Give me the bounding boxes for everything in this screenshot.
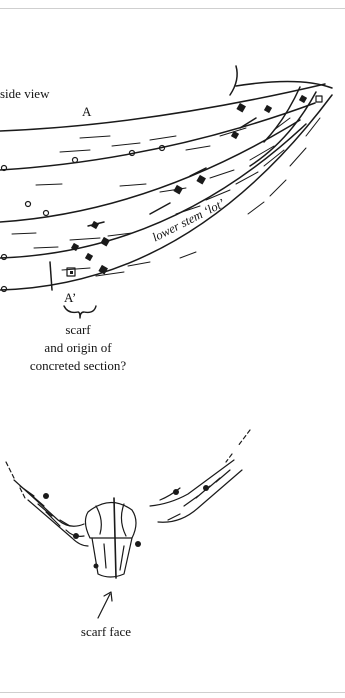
- upper-inner-curve: [0, 103, 315, 170]
- keel-grain: [96, 504, 126, 570]
- side-view-label: side view: [0, 86, 49, 102]
- left-arm-upper: [14, 480, 84, 526]
- keel-body: [92, 538, 132, 577]
- scarf-face-label: scarf face: [44, 624, 168, 640]
- bulkhead-line-3: [150, 203, 170, 214]
- section-a-label: A: [82, 104, 91, 120]
- keel-head: [85, 502, 136, 538]
- scarf-brace: [64, 306, 96, 318]
- origin-label: and origin of: [0, 340, 156, 356]
- section-fastener-dots: [43, 485, 209, 569]
- left-arm-lower: [28, 500, 88, 546]
- stem-post-curve-2: [250, 92, 316, 166]
- top-edge-curve: [236, 81, 332, 88]
- arrow-shaft: [98, 594, 110, 618]
- left-plank-dashed: [6, 462, 26, 500]
- left-clamp: [60, 520, 84, 536]
- left-arm-hatch: [20, 486, 60, 526]
- right-plank-dashed: [226, 430, 250, 462]
- page-bottom-rule: [0, 692, 345, 693]
- fastener-marks: [71, 95, 307, 275]
- hook-mark: [230, 66, 237, 95]
- cross-section-drawing: [6, 430, 250, 618]
- arrow-head: [104, 592, 112, 601]
- section-a-prime-label: A’: [64, 290, 76, 306]
- bulkhead-line-2: [190, 168, 206, 176]
- scarf-label: scarf: [0, 322, 156, 338]
- concreted-section-label: concreted section?: [0, 358, 156, 374]
- middle-curve: [0, 120, 300, 222]
- stem-outline: [0, 66, 332, 290]
- keel-split: [114, 498, 116, 578]
- right-arm-lower: [158, 470, 242, 522]
